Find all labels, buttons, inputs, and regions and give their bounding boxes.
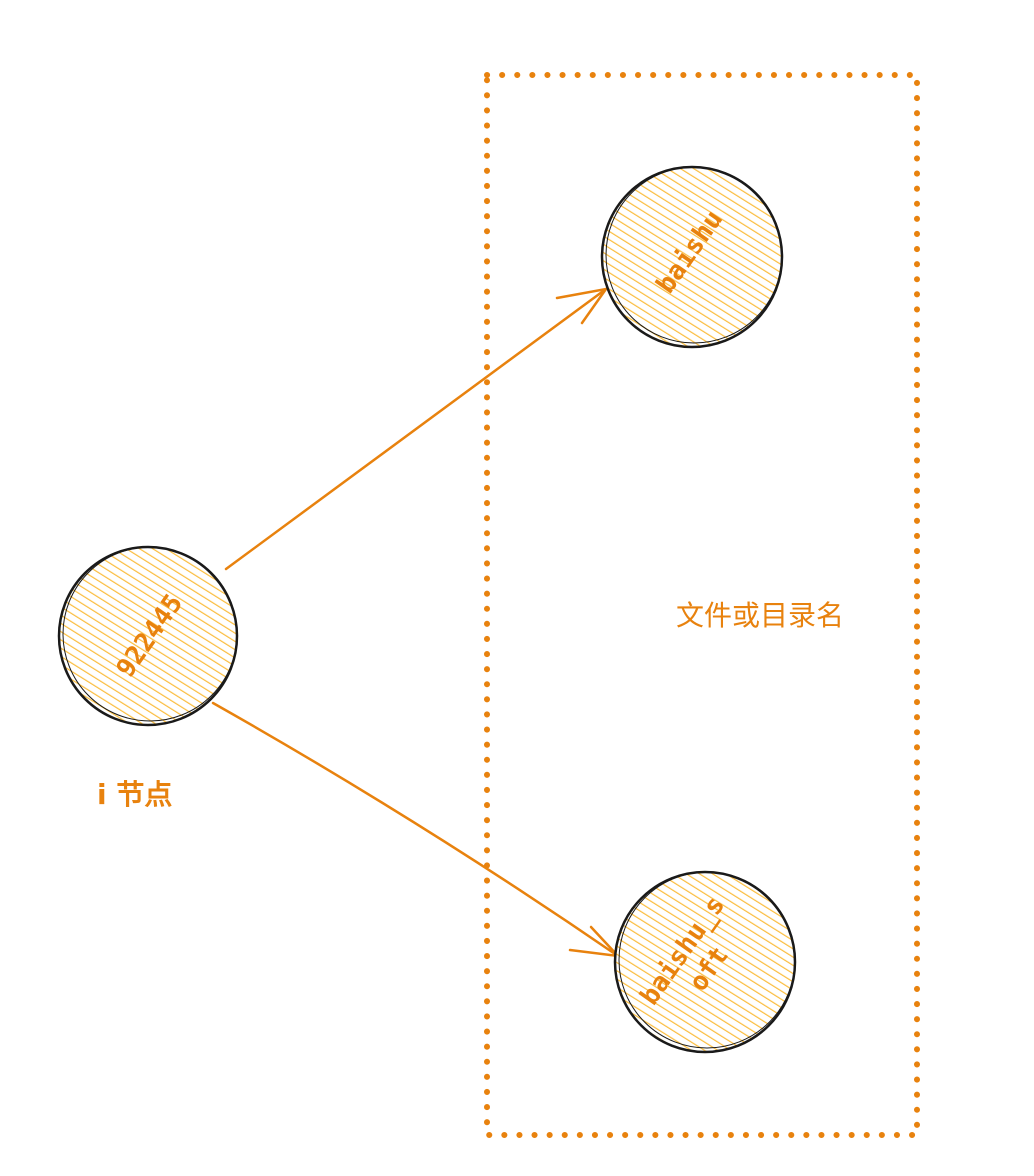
file-node-baishu: baishu [600,165,784,349]
filename-group-box [484,72,920,1138]
file-node-baishu-soft: baishu_s oft [613,870,797,1054]
filename-group-caption: 文件或目录名 [676,599,844,632]
inode-caption: i 节点 [97,778,172,811]
arrow-to-baishu-soft [211,701,622,958]
inode-node: 922445 [57,545,239,727]
arrow-to-baishu [224,287,609,571]
